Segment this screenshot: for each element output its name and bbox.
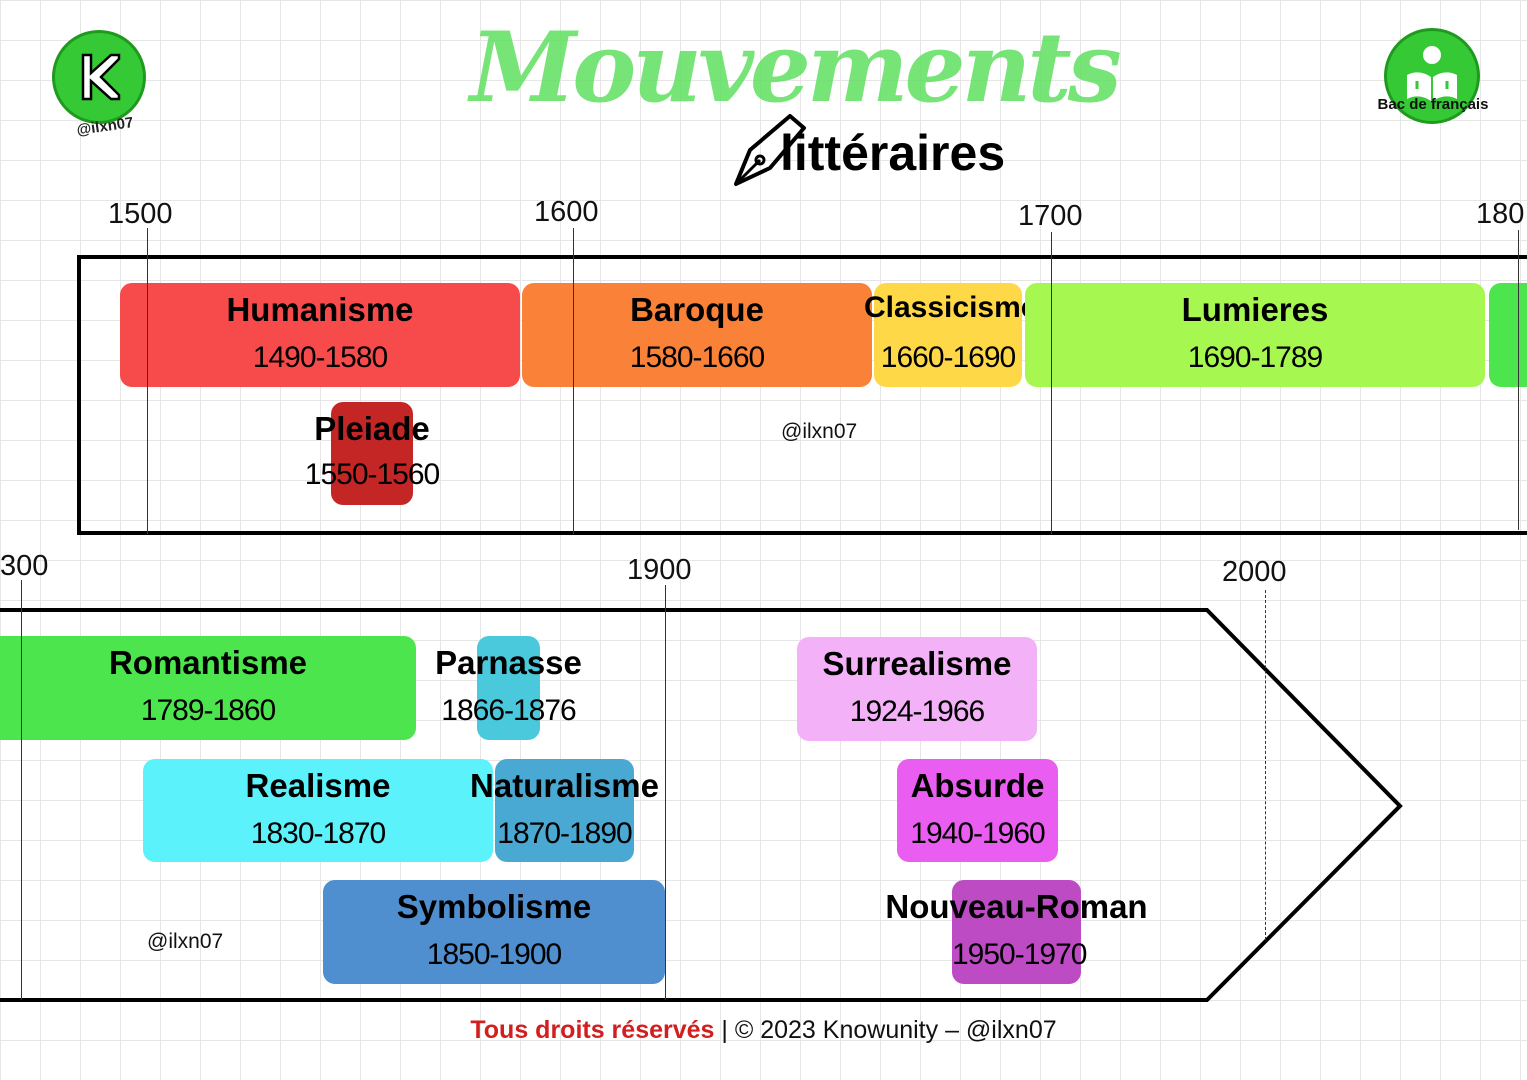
gridline-1800-bottom <box>21 580 22 1000</box>
period-years: 1789-1860 <box>140 694 276 727</box>
period-absurde: Absurde 1940-1960 <box>897 759 1058 862</box>
gridline-1600 <box>573 228 574 534</box>
footer: Tous droits réservés | © 2023 Knowunity … <box>0 1016 1527 1045</box>
rights-reserved: Tous droits réservés <box>470 1016 715 1044</box>
gridline-1900 <box>665 585 666 1000</box>
tick-2000: 2000 <box>1222 556 1287 588</box>
watermark-bottom: @ilxn07 <box>147 930 224 953</box>
period-name: Lumieres <box>1181 291 1329 328</box>
page-subtitle: littéraires <box>780 125 1006 181</box>
period-name: Symbolisme <box>396 888 592 925</box>
period-romantisme-start <box>1489 283 1527 387</box>
period-name: Nouveau-Roman <box>885 888 1148 925</box>
tick-1900: 1900 <box>627 554 692 586</box>
gridline-1500 <box>147 228 148 534</box>
period-name: Romantisme <box>108 644 308 681</box>
period-years: 1950-1970 <box>952 938 1087 971</box>
period-years: 1940-1960 <box>910 817 1045 850</box>
period-years: 1870-1890 <box>497 817 632 850</box>
gridline-2000 <box>1265 590 1266 940</box>
period-naturalisme: Naturalisme 1870-1890 <box>470 759 659 862</box>
timeline-top-frame <box>77 255 1527 535</box>
period-years: 1580-1660 <box>629 341 765 374</box>
page-title: Mouvements <box>470 11 1122 124</box>
gridline-1700 <box>1051 232 1052 534</box>
period-surrealisme: Surrealisme 1924-1966 <box>797 637 1037 741</box>
period-years: 1850-1900 <box>426 938 562 971</box>
k-letter-icon <box>81 53 121 101</box>
period-pleiade: Pleiade 1550-1560 <box>305 402 440 505</box>
period-years: 1830-1870 <box>250 817 386 850</box>
gridline-1800 <box>1518 230 1519 530</box>
period-humanisme: Humanisme 1490-1580 <box>120 283 520 387</box>
period-name: Realisme <box>245 767 391 804</box>
footer-separator: | <box>721 1016 728 1044</box>
period-parnasse: Parnasse 1866-1876 <box>435 636 582 740</box>
copyright: © 2023 Knowunity – @ilxn07 <box>734 1016 1057 1044</box>
period-name: Surrealisme <box>822 645 1012 682</box>
tick-1800-partial-bottom: 300 <box>0 550 49 582</box>
tick-1800-partial: 180 <box>1476 198 1525 230</box>
period-years: 1490-1580 <box>252 341 388 374</box>
watermark-top: @ilxn07 <box>781 420 858 443</box>
period-years: 1690-1789 <box>1187 341 1323 374</box>
period-symbolisme: Symbolisme 1850-1900 <box>323 880 665 984</box>
knowunity-logo <box>52 30 146 124</box>
period-name: Classicisme <box>864 291 1038 324</box>
tick-1500: 1500 <box>108 198 173 230</box>
period-name: Baroque <box>630 291 764 328</box>
period-name: Parnasse <box>435 644 582 681</box>
bac-francais-logo <box>1384 28 1480 124</box>
tick-1700: 1700 <box>1018 200 1083 232</box>
period-name: Absurde <box>910 767 1045 804</box>
period-years: 1550-1560 <box>304 458 440 491</box>
pen-nib-icon <box>730 110 810 194</box>
period-realisme: Realisme 1830-1870 <box>143 759 493 862</box>
period-years: 1924-1966 <box>849 695 985 728</box>
period-baroque: Baroque 1580-1660 <box>522 283 872 387</box>
bac-francais-label: Bac de français <box>1377 96 1489 113</box>
period-classicisme: Classicisme 1660-1690 <box>864 283 1037 387</box>
period-name: Naturalisme <box>470 767 659 804</box>
period-years: 1660-1690 <box>880 341 1016 374</box>
period-romantisme: Romantisme 1789-1860 <box>0 636 416 740</box>
reader-book-icon <box>1407 46 1457 101</box>
period-lumieres: Lumieres 1690-1789 <box>1025 283 1485 387</box>
period-name: Humanisme <box>226 291 414 328</box>
period-years: 1866-1876 <box>441 694 576 727</box>
tick-1600: 1600 <box>534 196 599 228</box>
period-name: Pleiade <box>314 410 430 447</box>
period-nouveau-roman: Nouveau-Roman 1950-1970 <box>885 880 1148 984</box>
